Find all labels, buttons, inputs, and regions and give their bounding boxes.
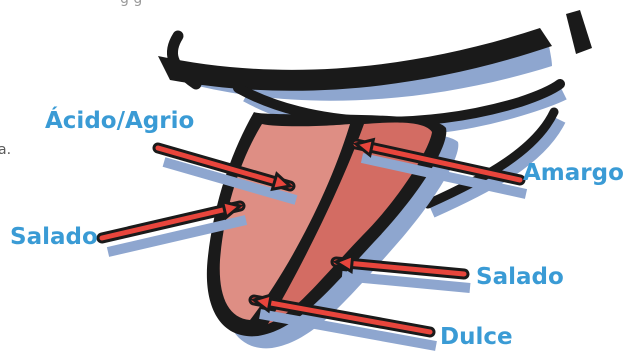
lip-corner-right <box>566 10 592 54</box>
label-salado-left: Salado <box>10 224 98 250</box>
label-dulce: Dulce <box>440 324 513 350</box>
label-amargo: Amargo <box>523 160 624 186</box>
label-acido-agrio: Ácido/Agrio <box>45 108 194 134</box>
label-salado-right: Salado <box>476 264 564 290</box>
